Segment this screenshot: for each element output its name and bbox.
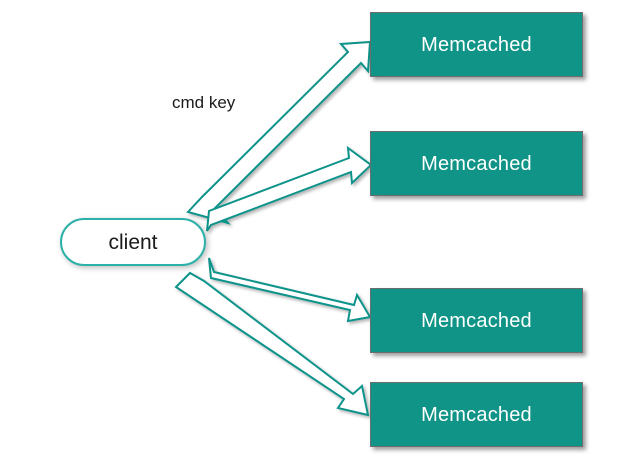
edge-label-cmd-key: cmd key <box>172 93 236 112</box>
server-box-1[interactable]: Memcached <box>370 12 583 77</box>
server-box-3-label: Memcached <box>421 309 532 332</box>
server-box-1-label: Memcached <box>421 33 532 56</box>
server-box-3[interactable]: Memcached <box>370 288 583 353</box>
server-box-4-label: Memcached <box>421 403 532 426</box>
client-node[interactable]: client <box>60 218 206 266</box>
server-box-4[interactable]: Memcached <box>370 382 583 447</box>
arrow-client-to-server-4 <box>174 271 370 417</box>
server-box-2-label: Memcached <box>421 152 532 175</box>
client-node-label: client <box>108 230 158 254</box>
server-box-2[interactable]: Memcached <box>370 131 583 196</box>
